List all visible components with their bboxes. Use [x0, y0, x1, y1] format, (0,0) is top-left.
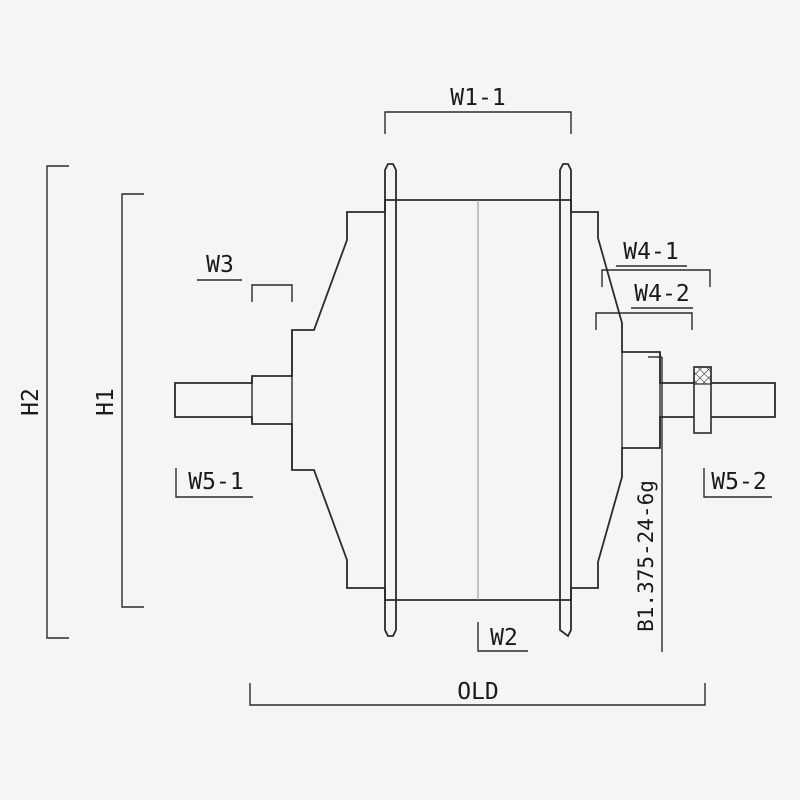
dim-label-h2: H2	[18, 388, 44, 416]
dim-line-w4-2	[595, 312, 693, 330]
dim-old: OLD	[249, 679, 706, 706]
dim-w1-1: W1-1	[384, 85, 572, 134]
dim-h2: H2	[18, 165, 69, 639]
dim-w3: W3	[197, 252, 293, 302]
dim-line-w4-1	[601, 269, 711, 287]
dim-label-w4-2: W4-2	[634, 281, 689, 307]
dim-line-w5-1	[175, 468, 253, 498]
dim-label-w1-1: W1-1	[450, 85, 505, 111]
locknut-hatch	[693, 366, 712, 385]
spoke-flange-left	[384, 163, 397, 637]
dim-label-w3: W3	[206, 252, 234, 278]
hub-shell-outline	[174, 199, 776, 601]
dim-w5-2: W5-2	[703, 468, 772, 498]
dim-label-w4-1: W4-1	[623, 239, 678, 265]
dim-label-w2: W2	[490, 625, 518, 651]
motor-outline	[174, 163, 776, 638]
dim-label-w5-2: W5-2	[711, 469, 766, 495]
dim-line-w2	[477, 622, 528, 652]
dim-w4-1: W4-1	[601, 239, 711, 287]
dim-label-h1: H1	[93, 388, 119, 416]
dim-label-old: OLD	[457, 679, 499, 705]
dim-line-w1-1	[384, 111, 572, 134]
dim-line-w3	[251, 284, 293, 302]
dim-label-w5-1: W5-1	[188, 469, 243, 495]
dim-w4-2: W4-2	[595, 281, 693, 330]
dim-line-w5-2	[703, 468, 772, 498]
dim-line-h1	[121, 193, 144, 608]
dim-label-thread: B1.375-24-6g	[634, 480, 658, 632]
dim-line-old	[249, 683, 706, 706]
dim-h1: H1	[93, 193, 144, 608]
dim-thread-spec: B1.375-24-6g	[634, 356, 663, 652]
spoke-flange-right	[559, 163, 572, 638]
dim-line-h2	[46, 165, 69, 639]
dim-w2: W2	[477, 622, 528, 652]
dim-w5-1: W5-1	[175, 468, 253, 498]
